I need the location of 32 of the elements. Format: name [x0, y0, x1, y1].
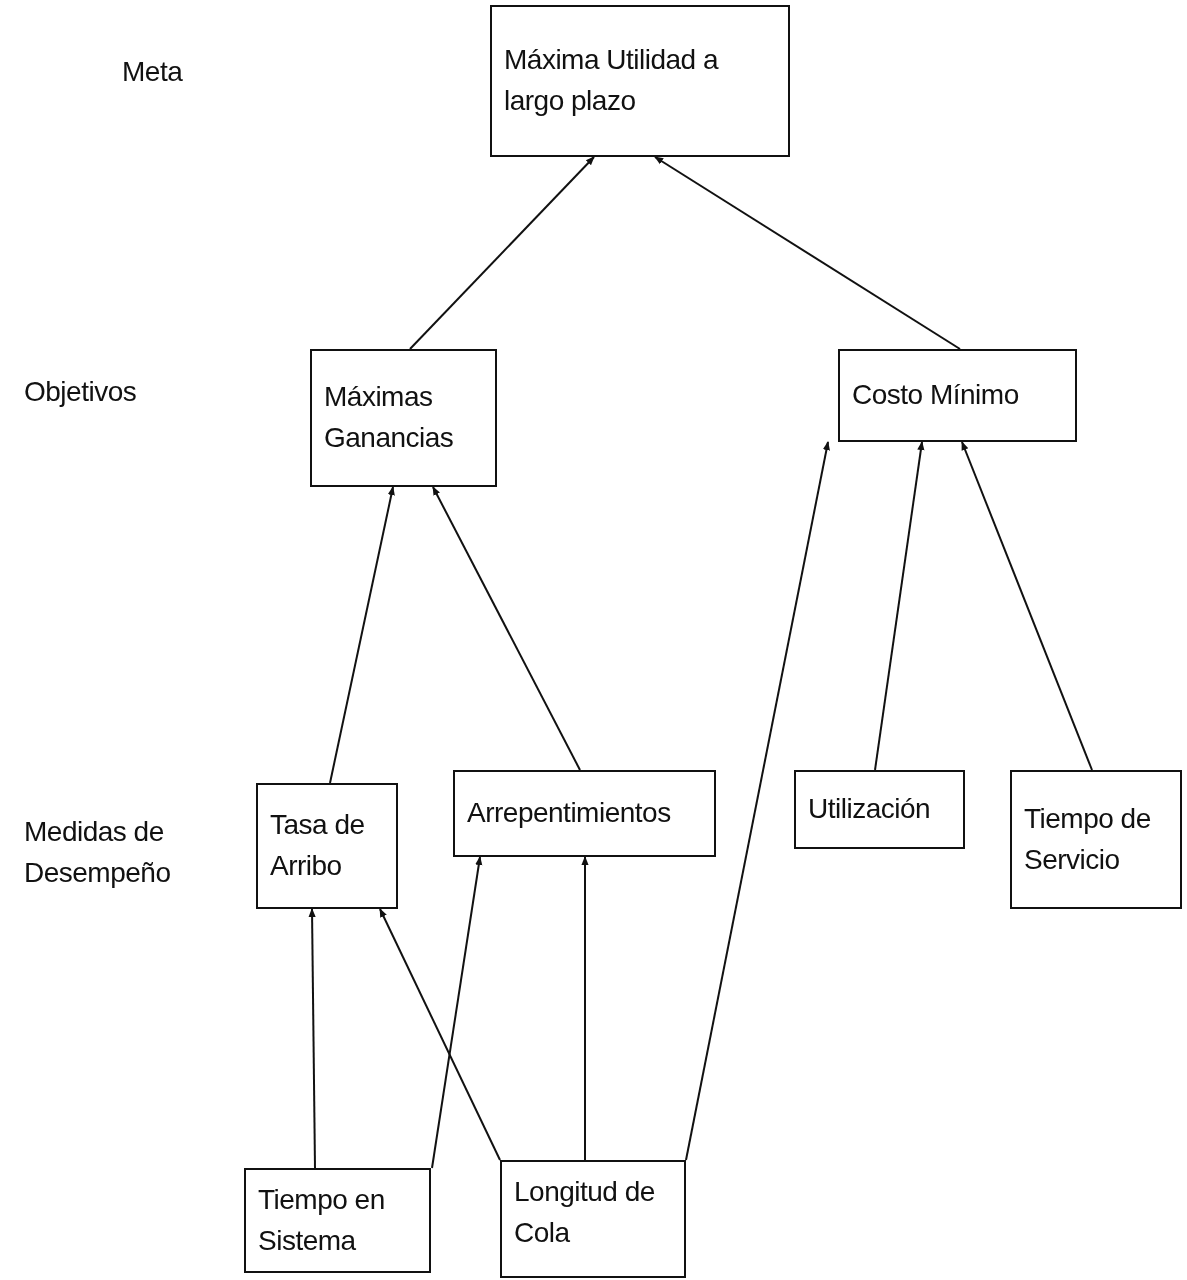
arrow: [685, 441, 830, 1161]
arrow: [432, 486, 581, 771]
arrow: [379, 908, 501, 1161]
arrow: [581, 856, 589, 1161]
arrow: [874, 441, 925, 771]
box-label: Tiempo de Servicio: [1024, 801, 1152, 877]
box-label: Arrepentimientos: [467, 796, 672, 831]
process-box: [256, 783, 398, 909]
arrow: [431, 856, 483, 1169]
process-box: [453, 770, 716, 857]
arrow: [308, 908, 316, 1169]
process-box: [244, 1168, 431, 1273]
level-label: Meta: [122, 55, 183, 89]
box-label: Tasa de Arribo: [270, 808, 366, 883]
box-label: Costo Mínimo: [852, 378, 1020, 413]
process-box: [794, 770, 965, 849]
process-box: [838, 349, 1077, 442]
arrow: [654, 156, 961, 350]
box-label: Tiempo en Sistema: [258, 1182, 386, 1258]
level-label: Objetivos: [24, 375, 137, 409]
process-box: [490, 5, 790, 157]
arrow: [961, 441, 1093, 771]
process-box: [310, 349, 497, 487]
box-label: Máximas Ganancias: [324, 380, 455, 455]
process-box: [1010, 770, 1182, 909]
arrow: [329, 486, 395, 784]
box-label: Utilización: [808, 792, 932, 827]
process-box: [500, 1160, 686, 1278]
arrow: [409, 156, 595, 350]
box-label: Longitud de Cola: [514, 1175, 656, 1250]
level-label: Medidas de Desempeño: [24, 815, 172, 890]
box-label: Máxima Utilidad a largo plazo: [504, 43, 720, 118]
